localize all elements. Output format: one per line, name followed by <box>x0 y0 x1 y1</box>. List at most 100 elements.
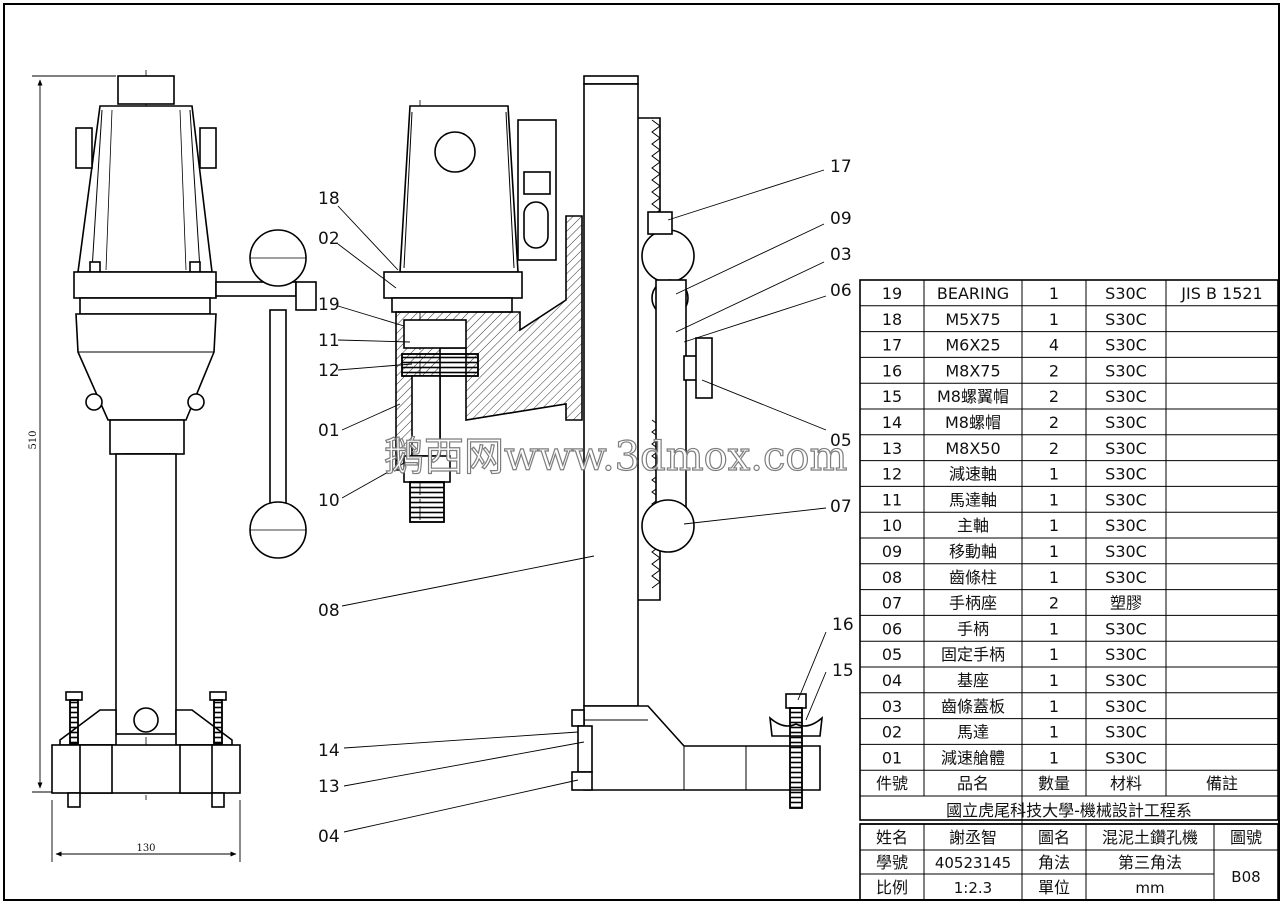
balloon-13: 13 <box>318 777 340 797</box>
balloon-18: 18 <box>318 189 340 209</box>
balloon-12: 12 <box>318 361 340 381</box>
parts-cell-material: S30C <box>1105 748 1147 767</box>
balloon-19: 19 <box>318 295 340 315</box>
parts-cell-name: M8螺翼帽 <box>937 387 1009 406</box>
scale-value: 1:2.3 <box>954 879 992 897</box>
balloon-11: 11 <box>318 331 340 351</box>
parts-cell-material: S30C <box>1105 697 1147 716</box>
parts-cell-name: 減速艙體 <box>941 748 1005 767</box>
parts-cell-qty: 1 <box>1049 284 1059 303</box>
parts-cell-no: 12 <box>882 465 902 484</box>
balloon-08: 08 <box>318 601 340 621</box>
parts-header-material: 材料 <box>1110 774 1142 793</box>
parts-cell-name: M8螺帽 <box>945 413 1001 432</box>
parts-cell-no: 01 <box>882 748 902 767</box>
parts-cell-name: 馬達 <box>957 723 989 742</box>
unit-value: mm <box>1135 879 1164 897</box>
parts-cell-name: 固定手柄 <box>941 645 1005 664</box>
parts-cell-no: 13 <box>882 439 902 458</box>
balloon-03: 03 <box>830 245 852 265</box>
balloon-09: 09 <box>830 209 852 229</box>
parts-cell-no: 07 <box>882 594 902 613</box>
balloon-01: 01 <box>318 421 340 441</box>
parts-cell-qty: 1 <box>1049 619 1059 638</box>
parts-cell-material: S30C <box>1105 465 1147 484</box>
parts-cell-name: 主軸 <box>957 516 989 535</box>
parts-cell-material: S30C <box>1105 645 1147 664</box>
student-id-value: 40523145 <box>935 854 1011 872</box>
parts-cell-name: M5X75 <box>945 310 1000 329</box>
balloon-17: 17 <box>830 157 852 177</box>
balloon-10: 10 <box>318 491 340 511</box>
school-name: 國立虎尾科技大學-機械設計工程系 <box>946 801 1192 820</box>
parts-cell-material: S30C <box>1105 361 1147 380</box>
parts-cell-name: 基座 <box>957 671 989 690</box>
parts-cell-qty: 1 <box>1049 697 1059 716</box>
parts-cell-material: S30C <box>1105 439 1147 458</box>
parts-cell-material: S30C <box>1105 516 1147 535</box>
parts-cell-qty: 2 <box>1049 361 1059 380</box>
parts-cell-qty: 1 <box>1049 568 1059 587</box>
balloon-06: 06 <box>830 281 852 301</box>
watermark-text: 鹅西网www.3dmox.com <box>384 434 847 480</box>
parts-cell-material: S30C <box>1105 387 1147 406</box>
projection-label: 角法 <box>1038 853 1070 872</box>
parts-cell-qty: 1 <box>1049 723 1059 742</box>
front-view <box>51 70 317 808</box>
parts-cell-qty: 1 <box>1049 671 1059 690</box>
parts-cell-no: 16 <box>882 361 902 380</box>
parts-cell-material: S30C <box>1105 490 1147 509</box>
parts-cell-no: 18 <box>882 310 902 329</box>
parts-cell-material: S30C <box>1105 336 1147 355</box>
parts-cell-qty: 1 <box>1049 645 1059 664</box>
parts-cell-no: 04 <box>882 671 902 690</box>
parts-cell-name: 手柄 <box>957 619 989 638</box>
parts-cell-no: 17 <box>882 336 902 355</box>
parts-cell-name: 移動軸 <box>949 542 997 561</box>
parts-cell-name: M6X25 <box>945 336 1000 355</box>
parts-cell-no: 10 <box>882 516 902 535</box>
sheet-border <box>3 3 1280 901</box>
parts-cell-qty: 2 <box>1049 439 1059 458</box>
balloon-02: 02 <box>318 229 340 249</box>
parts-cell-no: 02 <box>882 723 902 742</box>
parts-cell-no: 08 <box>882 568 902 587</box>
parts-cell-no: 15 <box>882 387 902 406</box>
parts-cell-no: 06 <box>882 619 902 638</box>
parts-cell-material: S30C <box>1105 671 1147 690</box>
name-label: 姓名 <box>876 828 908 847</box>
scale-label: 比例 <box>876 878 908 897</box>
parts-cell-qty: 2 <box>1049 413 1059 432</box>
parts-header-qty: 數量 <box>1038 774 1070 793</box>
parts-cell-qty: 1 <box>1049 542 1059 561</box>
parts-cell-material: S30C <box>1105 619 1147 638</box>
side-view <box>383 75 824 809</box>
balloon-05: 05 <box>830 431 852 451</box>
parts-cell-qty: 1 <box>1049 490 1059 509</box>
name-value: 謝丞智 <box>949 828 997 847</box>
parts-cell-no: 05 <box>882 645 902 664</box>
parts-cell-name: BEARING <box>937 284 1009 303</box>
parts-cell-qty: 4 <box>1049 336 1059 355</box>
balloon-16: 16 <box>832 615 854 635</box>
parts-cell-no: 09 <box>882 542 902 561</box>
balloon-07: 07 <box>830 497 852 517</box>
parts-cell-material: S30C <box>1105 310 1147 329</box>
balloon-04: 04 <box>318 827 340 847</box>
dimension-width: 130 <box>136 843 155 854</box>
unit-label: 單位 <box>1038 878 1070 897</box>
parts-cell-qty: 1 <box>1049 748 1059 767</box>
parts-cell-material: S30C <box>1105 542 1147 561</box>
parts-cell-qty: 1 <box>1049 310 1059 329</box>
parts-cell-qty: 2 <box>1049 594 1059 613</box>
drawing-no-value: B08 <box>1231 868 1260 886</box>
parts-cell-no: 11 <box>882 490 902 509</box>
parts-cell-material: S30C <box>1105 723 1147 742</box>
title-block-grid <box>859 795 1279 901</box>
parts-cell-name: 手柄座 <box>949 594 997 613</box>
parts-cell-qty: 1 <box>1049 516 1059 535</box>
student-id-label: 學號 <box>876 853 908 872</box>
parts-cell-remark: JIS B 1521 <box>1180 284 1262 303</box>
leader-lines <box>337 169 827 833</box>
